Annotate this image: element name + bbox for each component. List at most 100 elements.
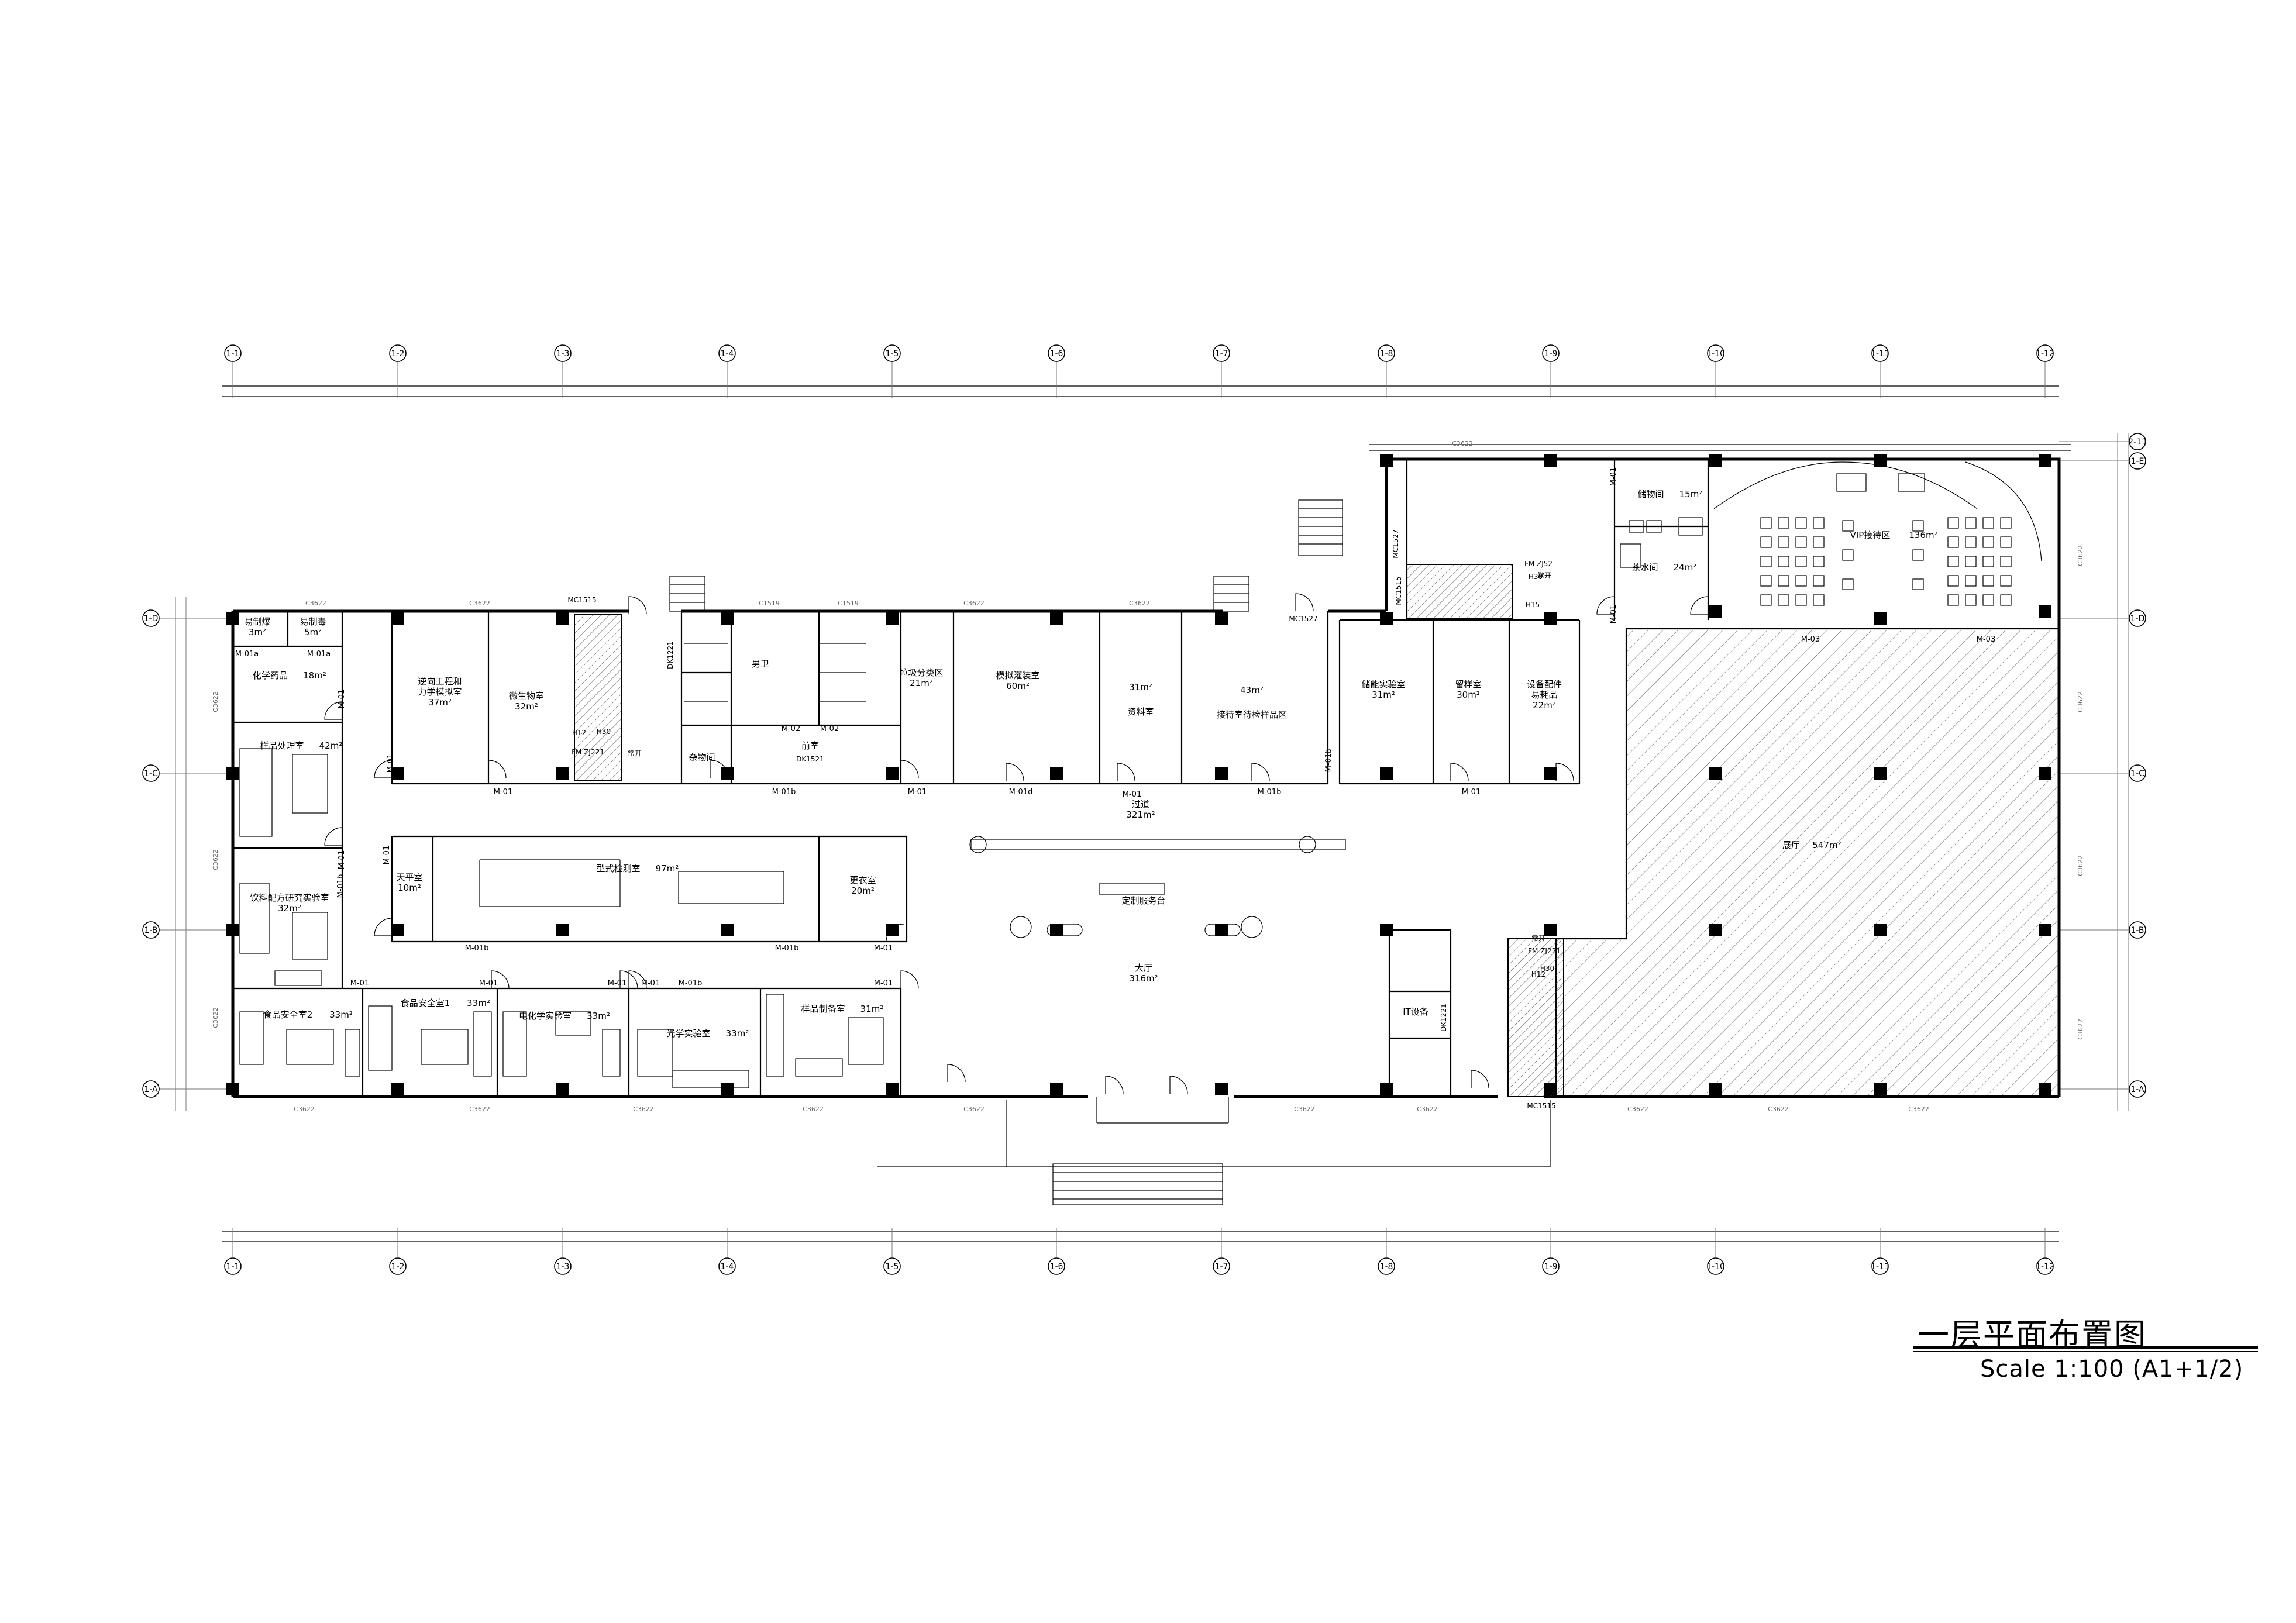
window-tag: C3622 xyxy=(2077,545,2084,566)
room-name: 样品处理室 xyxy=(260,740,304,751)
structural-column xyxy=(556,612,569,625)
room-area: 42m² xyxy=(319,740,343,751)
room-label: 男卫 xyxy=(752,659,769,669)
structural-column xyxy=(556,924,569,936)
shaft-hatch-1 xyxy=(574,614,622,781)
shaft-hatch-2 xyxy=(1406,564,1513,619)
window-tag: C1519 xyxy=(838,599,859,607)
door-tag: M-01 xyxy=(1609,467,1618,486)
door-tag: M-01 xyxy=(338,690,346,708)
door-tag: M-01 xyxy=(1123,790,1141,799)
grid-label: 1-E xyxy=(2131,457,2144,466)
grid-label: 1-11 xyxy=(1871,349,1889,359)
structural-column xyxy=(1380,454,1393,467)
grid-label: 1-A xyxy=(144,1085,158,1094)
structural-column xyxy=(2039,924,2051,936)
grid-label: 1-10 xyxy=(1706,1262,1725,1271)
grid-bubble xyxy=(2036,1257,2054,1275)
room-area: 33m² xyxy=(726,1028,749,1039)
room-area: 316m² xyxy=(1129,973,1158,984)
structural-column xyxy=(1709,605,1722,618)
special-tag: MC1515 xyxy=(1527,1102,1555,1110)
structural-column xyxy=(1874,1083,1887,1095)
room-area: 37m² xyxy=(428,697,452,708)
special-tag: H12 xyxy=(1531,970,1545,978)
special-tag: H30 xyxy=(1529,573,1543,581)
structural-column xyxy=(1215,924,1228,936)
door-tag: M-01 xyxy=(608,979,627,988)
room-area: 30m² xyxy=(1457,690,1480,700)
structural-column xyxy=(2039,767,2051,780)
room-area: 136m² xyxy=(1909,530,1937,540)
door-tag: M-01 xyxy=(338,850,346,869)
room-name-line2: 力学模拟室 xyxy=(418,687,462,697)
special-tag: MC1527 xyxy=(1289,615,1317,623)
structural-column xyxy=(886,924,899,936)
room-name: 储能实验室 xyxy=(1361,679,1405,690)
room-label: 定制服务台 xyxy=(1121,895,1165,906)
room-area: 97m² xyxy=(656,863,679,874)
dimension-lines xyxy=(175,385,2129,1242)
room-name: 食品安全室1 xyxy=(401,998,450,1008)
window-tag: C3622 xyxy=(963,1105,985,1113)
door-tag: M-01d xyxy=(1009,788,1033,797)
structural-column xyxy=(391,1083,404,1095)
window-tag: C3622 xyxy=(1452,440,1473,447)
room-name: 大厅 xyxy=(1135,963,1152,973)
room-label: 样品处理室 42m² xyxy=(260,740,342,751)
grid-label: 1-7 xyxy=(1215,349,1228,359)
room-area: 33m² xyxy=(467,998,490,1008)
room-name: 垃圾分类区 xyxy=(899,667,943,678)
grid-bubble xyxy=(2129,433,2146,450)
grid-label: 1-12 xyxy=(2036,1262,2054,1271)
room-area: 20m² xyxy=(851,885,875,896)
grid-bubble xyxy=(1378,1257,1395,1275)
room-area: 3m² xyxy=(249,627,266,638)
structural-column xyxy=(1709,1083,1722,1095)
room-name: 设备配件 xyxy=(1527,679,1562,690)
door-tag: M-01b xyxy=(679,979,703,988)
structural-column xyxy=(1380,612,1393,625)
grid-label: 1-5 xyxy=(886,1262,899,1271)
door-tag: M-01 xyxy=(479,979,498,988)
window-tag: C3622 xyxy=(1908,1105,1929,1113)
window-tag: C3622 xyxy=(1627,1105,1648,1113)
drawing-scale: Scale 1:100 (A1+1/2) xyxy=(1980,1356,2244,1383)
structural-column xyxy=(226,1083,239,1095)
door-tag: M-03 xyxy=(1801,635,1820,644)
special-tag: MC1527 xyxy=(1392,529,1400,558)
door-tag: M-02 xyxy=(820,725,839,733)
structural-column xyxy=(721,924,734,936)
room-area: 33m² xyxy=(329,1009,353,1020)
door-tag: M-01b xyxy=(772,788,796,797)
special-tag: H12 xyxy=(572,729,586,737)
room-name: 留样室 xyxy=(1455,679,1481,690)
room-name: 型式检测室 xyxy=(596,863,640,874)
structural-column xyxy=(1050,1083,1063,1095)
structural-column xyxy=(886,1083,899,1095)
structural-column xyxy=(2039,454,2051,467)
grid-label: 1-3 xyxy=(556,349,570,359)
window-tag: C3622 xyxy=(1129,599,1150,607)
window-tag: C3622 xyxy=(469,599,490,607)
special-tag: DK1221 xyxy=(666,641,674,669)
structural-column xyxy=(391,767,404,780)
room-area: 31m² xyxy=(1372,690,1395,700)
grid-label: 1-9 xyxy=(1544,1262,1558,1271)
room-area: 43m² xyxy=(1240,685,1264,695)
grid-label: 1-5 xyxy=(886,349,899,359)
door-tag: M-03 xyxy=(1977,635,1995,644)
grid-bubble xyxy=(224,1257,242,1275)
room-name: 易制毒 xyxy=(300,616,326,627)
door-tag: M-01b xyxy=(465,944,489,953)
window-tag: C3622 xyxy=(1294,1105,1315,1113)
grid-label: 1-2 xyxy=(391,349,405,359)
